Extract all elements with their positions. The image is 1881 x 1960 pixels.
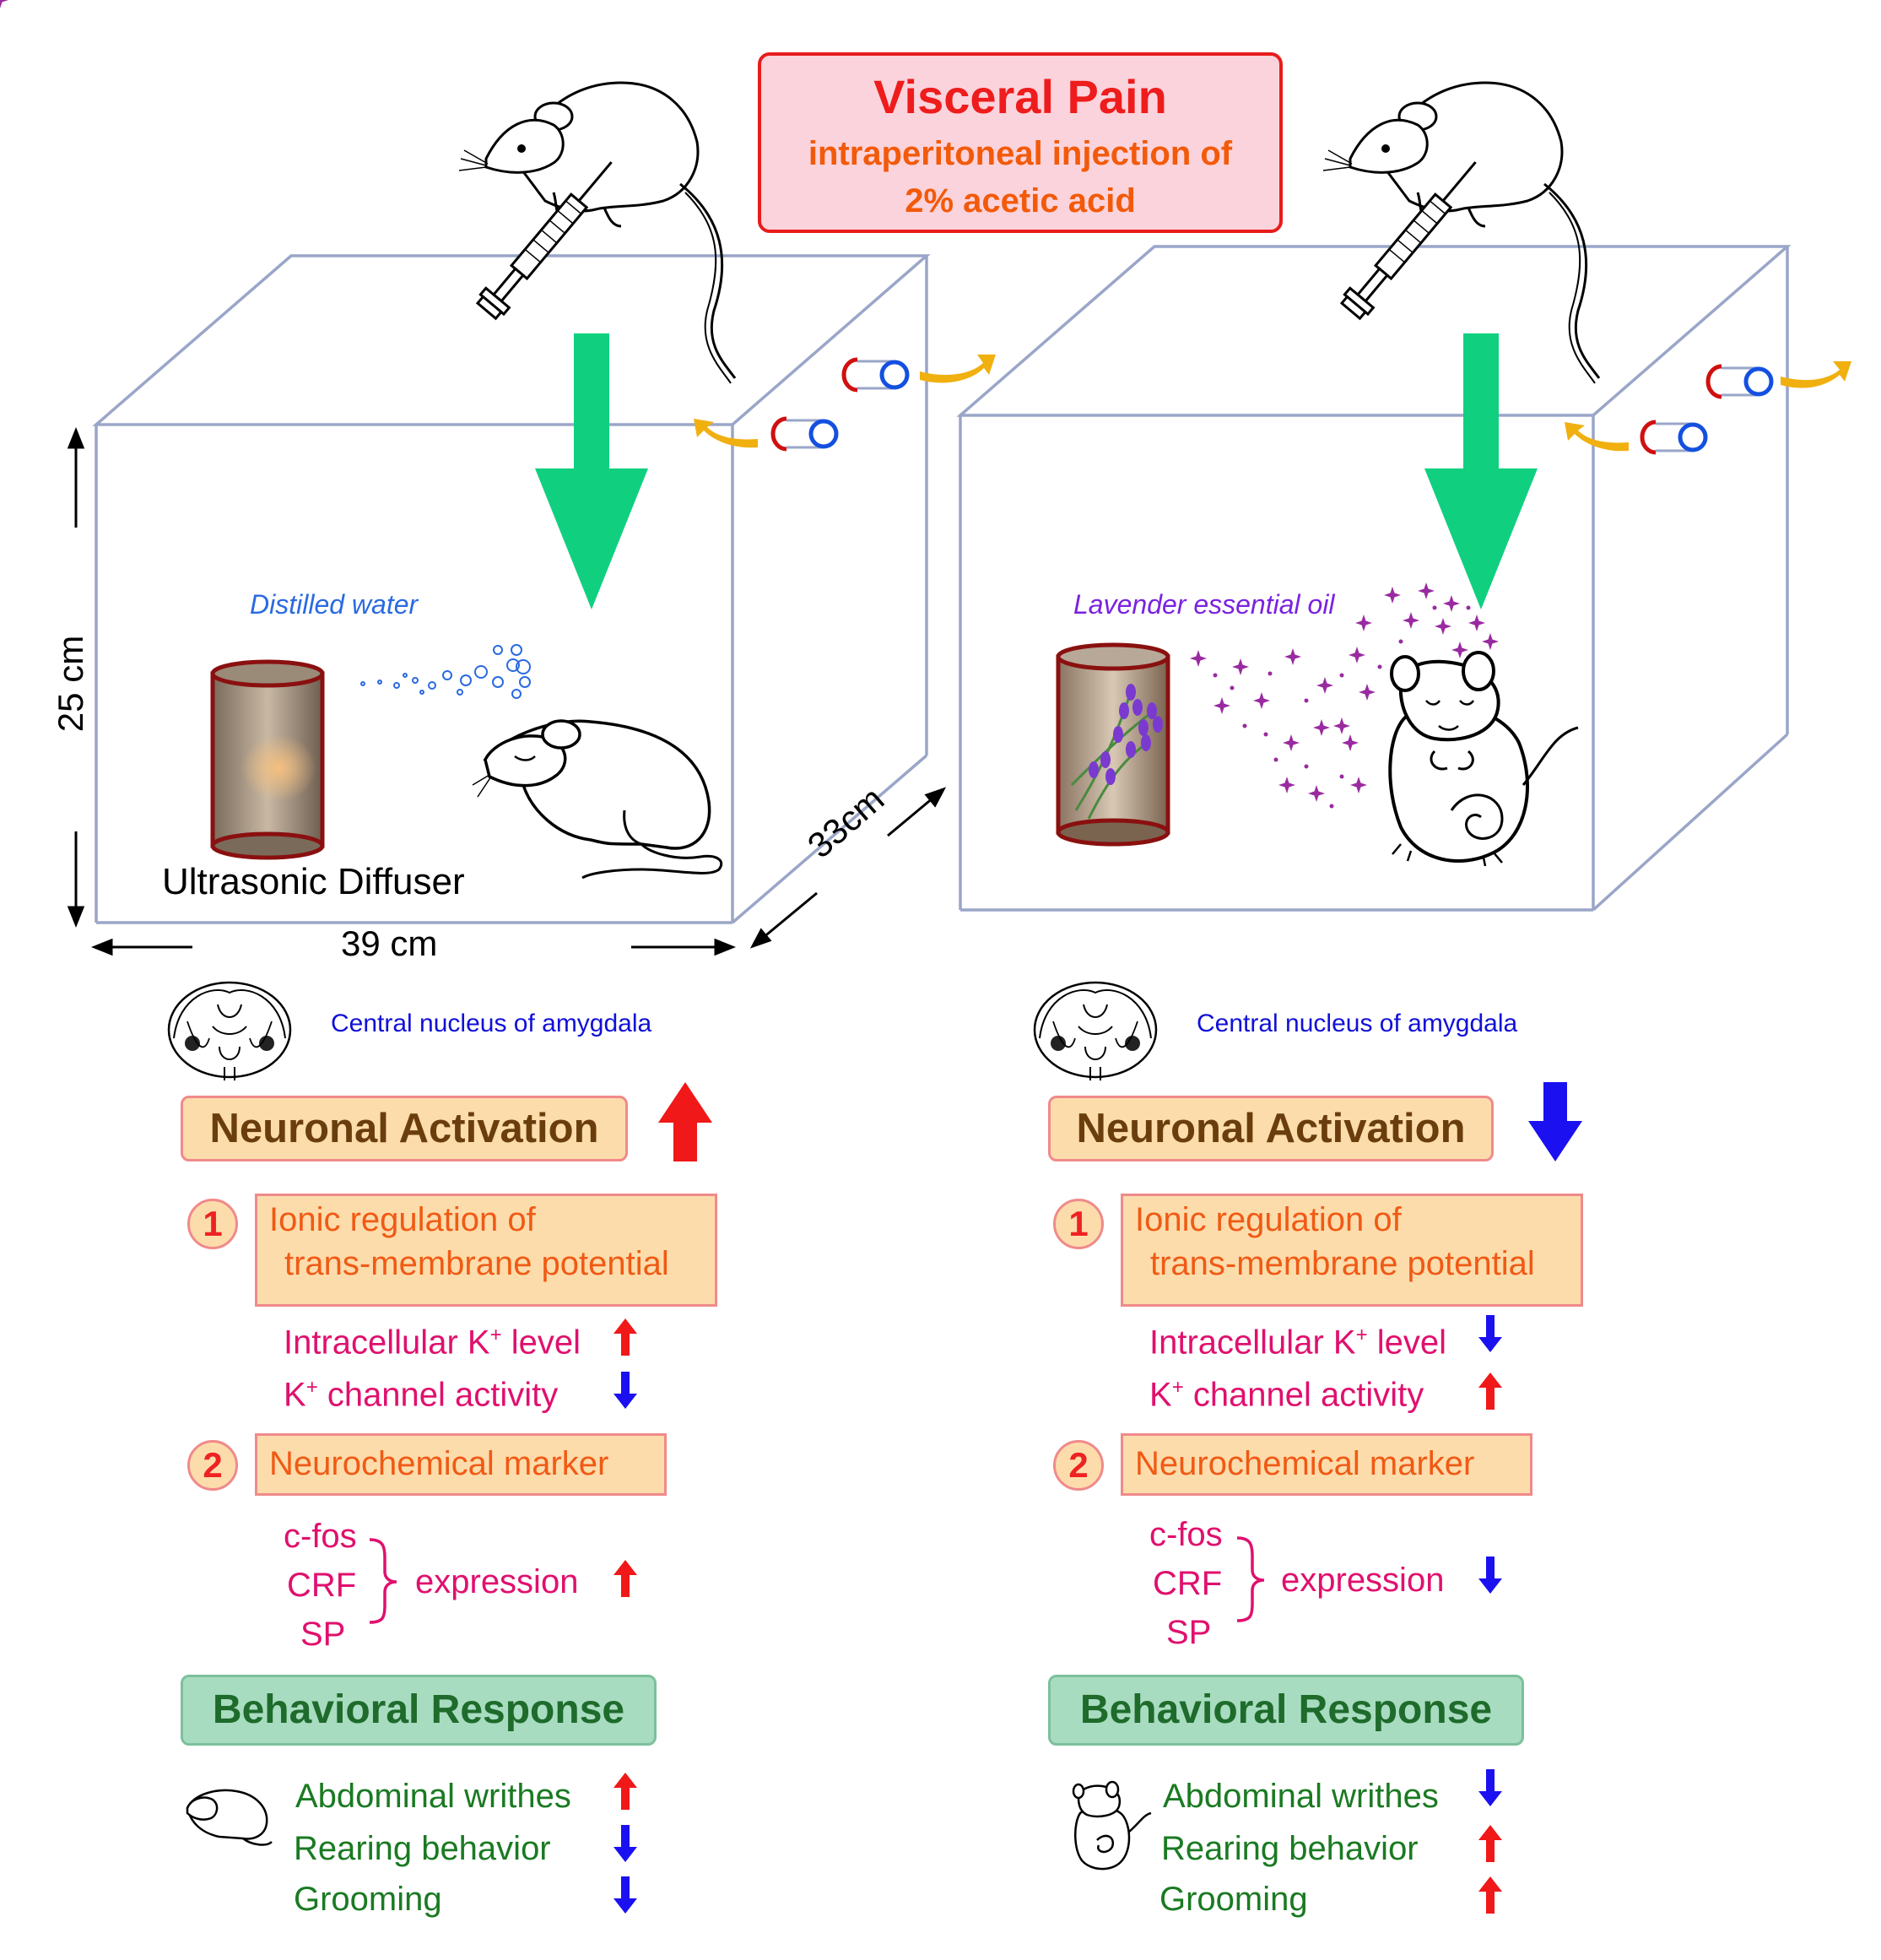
marker-cfos-right: c-fos bbox=[1149, 1516, 1223, 1553]
dimension-arrows bbox=[67, 426, 947, 956]
water-mist bbox=[360, 644, 531, 699]
expression-left: expression bbox=[415, 1563, 579, 1600]
ionic-line2-left: trans-membrane potential bbox=[284, 1245, 669, 1282]
airflow-arrow-right-in bbox=[1565, 422, 1629, 452]
k-channel-right: K+ channel activity bbox=[1149, 1376, 1424, 1414]
neurochemical-box-right: Neurochemical marker bbox=[1121, 1433, 1532, 1496]
right-cage bbox=[956, 245, 1792, 912]
scent-label-right: Lavender essential oil bbox=[1073, 589, 1335, 620]
k-level-right: Intracellular K+ level bbox=[1149, 1324, 1446, 1362]
marker-crf-left: CRF bbox=[287, 1567, 357, 1604]
air-valves-right bbox=[1640, 364, 1774, 455]
ionic-regulation-box-right: Ionic regulation of trans-membrane poten… bbox=[1121, 1194, 1583, 1307]
marker-sp-left: SP bbox=[300, 1616, 346, 1653]
neuronal-activation-left: Neuronal Activation bbox=[181, 1096, 628, 1161]
brace-right bbox=[1236, 1536, 1265, 1622]
grooming-mouse bbox=[1388, 651, 1579, 867]
behavior-grooming-left: Grooming bbox=[294, 1881, 442, 1918]
left-indicator-arrows bbox=[613, 1318, 637, 1914]
behavior-mouse-left bbox=[186, 1789, 273, 1846]
brace-left bbox=[369, 1538, 397, 1624]
ionic-regulation-box-left: Ionic regulation of trans-membrane poten… bbox=[255, 1194, 717, 1307]
mouse-injection-right bbox=[1322, 81, 1601, 385]
behavioral-response-left: Behavioral Response bbox=[181, 1675, 657, 1746]
expression-right: expression bbox=[1281, 1562, 1445, 1599]
subtitle-line1: intraperitoneal injection of bbox=[808, 135, 1233, 172]
ionic-line2-right: trans-membrane potential bbox=[1150, 1245, 1535, 1282]
ionic-line1-right: Ionic regulation of bbox=[1135, 1201, 1402, 1238]
neurochemical-box-left: Neurochemical marker bbox=[255, 1433, 667, 1496]
lavender-mist bbox=[0, 0, 1499, 809]
k-level-left: Intracellular K+ level bbox=[284, 1324, 581, 1362]
behavior-rearing-left: Rearing behavior bbox=[294, 1830, 551, 1867]
diffuser-label: Ultrasonic Diffuser bbox=[162, 861, 465, 902]
marker-cfos-left: c-fos bbox=[284, 1518, 357, 1555]
airflow-arrow-right-out bbox=[1781, 361, 1851, 388]
subtitle-line2: 2% acetic acid bbox=[905, 182, 1136, 219]
down-arrow-big-left bbox=[535, 333, 648, 609]
neuronal-activation-right: Neuronal Activation bbox=[1048, 1096, 1494, 1161]
scent-label-left: Distilled water bbox=[250, 589, 419, 620]
ionic-line1-left: Ionic regulation of bbox=[269, 1201, 536, 1238]
behavior-mouse-right bbox=[1072, 1780, 1152, 1871]
marker-sp-right: SP bbox=[1166, 1614, 1212, 1651]
behavior-grooming-right: Grooming bbox=[1159, 1881, 1308, 1918]
step-1-left: 1 bbox=[187, 1199, 238, 1249]
step-2-left: 2 bbox=[187, 1440, 238, 1491]
airflow-arrow-left-in bbox=[694, 419, 758, 448]
down-arrow-big-right bbox=[1424, 333, 1538, 609]
sleeping-mouse bbox=[472, 719, 723, 880]
title: Visceral Pain bbox=[873, 70, 1167, 123]
diffuser-jar-left bbox=[210, 659, 325, 860]
diffuser-jar-right bbox=[1056, 642, 1170, 847]
brain-section-left bbox=[167, 981, 292, 1082]
step-2-right: 2 bbox=[1053, 1440, 1104, 1491]
region-label-right: Central nucleus of amygdala bbox=[1197, 1010, 1518, 1037]
height-label: 25 cm bbox=[51, 635, 90, 733]
marker-crf-right: CRF bbox=[1153, 1565, 1223, 1602]
behavior-writhes-left: Abdominal writhes bbox=[295, 1778, 571, 1815]
air-valves-left bbox=[770, 357, 910, 452]
behavior-rearing-right: Rearing behavior bbox=[1161, 1830, 1419, 1867]
left-cage bbox=[92, 254, 931, 924]
brain-section-right bbox=[1033, 981, 1158, 1082]
activation-up-arrow-left bbox=[658, 1082, 712, 1161]
region-label-left: Central nucleus of amygdala bbox=[331, 1010, 652, 1037]
title-box: Visceral Pain intraperitoneal injection … bbox=[758, 52, 1283, 233]
step-1-right: 1 bbox=[1053, 1199, 1104, 1249]
airflow-arrow-left-out bbox=[920, 355, 996, 383]
right-indicator-arrows bbox=[1478, 1315, 1502, 1914]
width-label: 39 cm bbox=[341, 923, 438, 963]
k-channel-left: K+ channel activity bbox=[284, 1376, 559, 1414]
activation-down-arrow-right bbox=[1528, 1082, 1582, 1161]
behavioral-response-right: Behavioral Response bbox=[1048, 1675, 1524, 1746]
behavior-writhes-right: Abdominal writhes bbox=[1163, 1778, 1439, 1815]
